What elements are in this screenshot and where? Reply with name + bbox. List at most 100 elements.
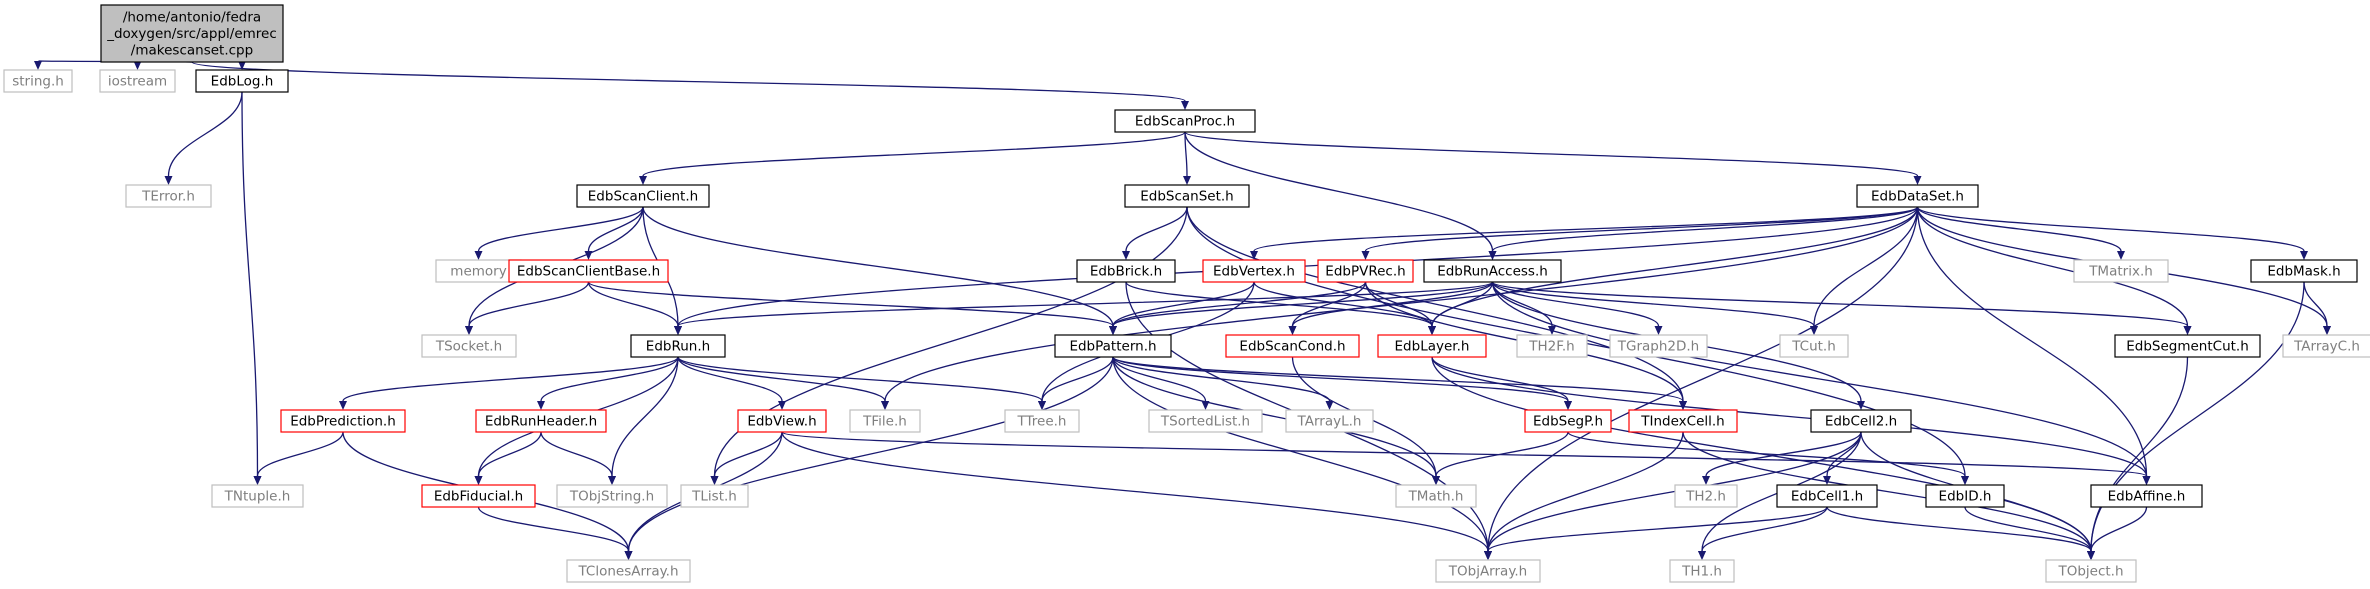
node-edbview[interactable]: EdbView.h [737, 409, 827, 433]
edge-edbscanclient-to-edbpattern [642, 206, 1117, 335]
node-box [1114, 109, 1256, 133]
node-box [1124, 184, 1250, 208]
node-edbmask[interactable]: EdbMask.h [2250, 259, 2358, 283]
node-edbrunheader[interactable]: EdbRunHeader.h [475, 409, 607, 433]
node-edbscanclient[interactable]: EdbScanClient.h [576, 184, 710, 208]
node-label: TObjArray.h [1448, 564, 1527, 580]
node-box [849, 409, 921, 433]
node-edbfiducial[interactable]: EdbFiducial.h [421, 484, 536, 508]
node-box [1516, 334, 1588, 358]
node-label: EdbAffine.h [2108, 489, 2186, 505]
node-label: EdbRunAccess.h [1437, 264, 1548, 280]
node-label: EdbScanProc.h [1135, 114, 1235, 130]
edge-edbsegp-to-edbid [1567, 431, 1969, 485]
edge-edbcell1-to-th1 [1698, 506, 1828, 560]
edge-edbdataset-to-edbpvrec [1361, 206, 1919, 260]
edge-edbscanclientbase-to-tsocket [465, 281, 590, 335]
edge-edbscanproc-to-edbscanclient [639, 131, 1186, 185]
node-tlist: TList.h [680, 484, 749, 508]
node-label: TNtuple.h [224, 489, 291, 505]
node-label: TObjString.h [569, 489, 654, 505]
node-edbscanproc[interactable]: EdbScanProc.h [1114, 109, 1256, 133]
node-box [100, 4, 284, 63]
node-label: EdbLog.h [211, 74, 274, 90]
node-tsortedlist: TSortedList.h [1148, 409, 1263, 433]
node-box [630, 334, 726, 358]
node-th2: TH2.h [1674, 484, 1738, 508]
node-root[interactable]: /home/antonio/fedra_doxygen/src/appl/emr… [100, 4, 284, 63]
edge-edbdataset-to-edbvertex [1250, 206, 1919, 260]
node-label: TArrayL.h [1297, 414, 1362, 430]
edge-edbpattern-to-tindexcell [1112, 356, 1687, 410]
node-label: /home/antonio/fedra [123, 10, 261, 26]
node-edbpvrec[interactable]: EdbPVRec.h [1317, 259, 1414, 283]
node-edbscancond[interactable]: EdbScanCond.h [1225, 334, 1360, 358]
node-edbsegmentcut[interactable]: EdbSegmentCut.h [2114, 334, 2261, 358]
node-label: EdbDataSet.h [1871, 189, 1964, 205]
node-edbdataset[interactable]: EdbDataSet.h [1856, 184, 1979, 208]
node-edbprediction[interactable]: EdbPrediction.h [280, 409, 406, 433]
edge-edbscanset-to-tindexcell [1186, 206, 1687, 410]
node-edbaffine[interactable]: EdbAffine.h [2090, 484, 2203, 508]
node-box [99, 69, 176, 93]
node-label: TMath.h [1408, 489, 1464, 505]
edge-edbrunheader-to-edbfiducial [474, 431, 542, 485]
edge-edbrunaccess-to-edblayer [1428, 281, 1494, 335]
node-box [2250, 259, 2358, 283]
node-edbscanclientbase[interactable]: EdbScanClientBase.h [508, 259, 669, 283]
node-edblog[interactable]: EdbLog.h [195, 69, 289, 93]
node-label: EdbRun.h [646, 339, 710, 355]
node-box [1148, 409, 1263, 433]
node-tmatrix: TMatrix.h [2073, 259, 2169, 283]
node-edbbrick[interactable]: EdbBrick.h [1076, 259, 1176, 283]
node-edbvertex[interactable]: EdbVertex.h [1202, 259, 1306, 283]
edge-edbview-to-tlist [710, 431, 783, 485]
node-ttree: TTree.h [1004, 409, 1080, 433]
node-tobjstring: TObjString.h [556, 484, 668, 508]
edge-edbpattern-to-tobjarray [1112, 356, 1492, 560]
node-edbcell2[interactable]: EdbCell2.h [1810, 409, 1912, 433]
edge-root-to-edbscanproc [191, 61, 1189, 110]
node-box [1076, 259, 1176, 283]
edge-edbrunaccess-to-tcut [1491, 281, 1818, 335]
node-box [1435, 559, 1541, 583]
node-label: EdbSegP.h [1533, 414, 1603, 430]
node-edbscanset[interactable]: EdbScanSet.h [1124, 184, 1250, 208]
node-memory: memory [435, 259, 522, 283]
node-box [1317, 259, 1414, 283]
node-edbsegp[interactable]: EdbSegP.h [1524, 409, 1612, 433]
node-box [2073, 259, 2169, 283]
node-label: EdbPattern.h [1069, 339, 1156, 355]
node-tindexcell[interactable]: TIndexCell.h [1628, 409, 1738, 433]
node-label: TH2F.h [1528, 339, 1574, 355]
node-label: EdbPrediction.h [290, 414, 396, 430]
node-edbrunaccess[interactable]: EdbRunAccess.h [1423, 259, 1562, 283]
edge-edbmask-to-tarrayc [2303, 281, 2331, 335]
node-box [1674, 484, 1738, 508]
node-tmath: TMath.h [1395, 484, 1477, 508]
node-box [1377, 334, 1487, 358]
node-tgraph2d: TGraph2D.h [1609, 334, 1708, 358]
edge-edbaffine-to-tobject [2087, 506, 2148, 560]
node-label: EdbMask.h [2267, 264, 2340, 280]
node-edblayer[interactable]: EdbLayer.h [1377, 334, 1487, 358]
node-edbpattern[interactable]: EdbPattern.h [1054, 334, 1172, 358]
node-tclonesarray: TClonesArray.h [566, 559, 691, 583]
node-edbcell1[interactable]: EdbCell1.h [1776, 484, 1878, 508]
node-box [1925, 484, 2005, 508]
edge-edbdataset-to-tmatrix [1916, 206, 2125, 260]
edge-edbbrick-to-edblayer [1125, 281, 1436, 335]
node-label: TList.h [691, 489, 737, 505]
node-edbrun[interactable]: EdbRun.h [630, 334, 726, 358]
node-label: EdbID.h [1939, 489, 1992, 505]
node-label: TGraph2D.h [1617, 339, 1700, 355]
node-edbid[interactable]: EdbID.h [1925, 484, 2005, 508]
node-label: TTree.h [1017, 414, 1067, 430]
edge-edbscanclientbase-to-edbpattern [587, 281, 1117, 335]
node-label: EdbScanCond.h [1239, 339, 1345, 355]
node-box [576, 184, 710, 208]
node-label: EdbScanSet.h [1140, 189, 1234, 205]
node-box [680, 484, 749, 508]
node-box [2114, 334, 2261, 358]
node-box [2282, 334, 2370, 358]
